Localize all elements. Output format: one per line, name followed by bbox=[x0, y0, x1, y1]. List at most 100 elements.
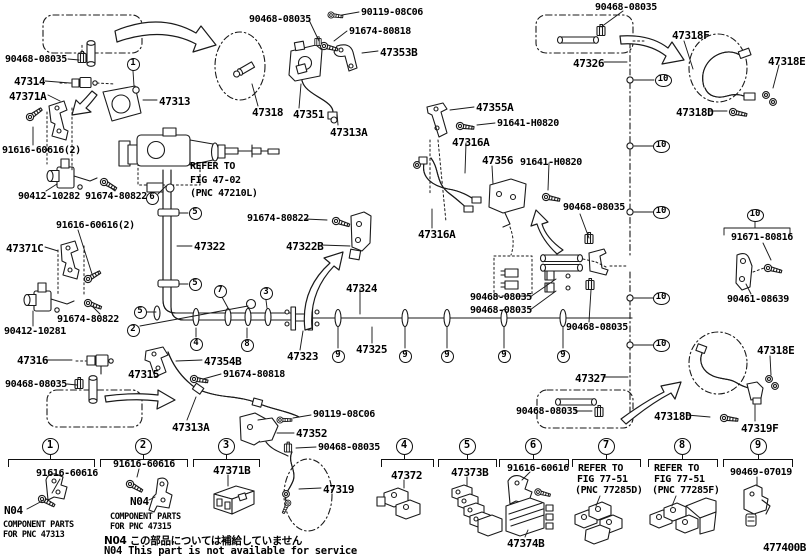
part-number-label: 91674-80818 bbox=[223, 369, 285, 380]
part-number-label: 47316A bbox=[418, 228, 456, 241]
reference-note-line: (PNC 47210L) bbox=[190, 188, 258, 199]
legend-label: 90469-07019 bbox=[730, 467, 792, 478]
part-number-label: 47325 bbox=[356, 343, 388, 356]
part-number-label: 90468-08035 bbox=[470, 292, 532, 303]
legend-label: COMPONENT PARTS bbox=[110, 512, 181, 522]
part-number-label: 91674-80822 bbox=[57, 314, 119, 325]
legend-stem-6 bbox=[533, 453, 534, 459]
part-number-label: 91641-H0820 bbox=[497, 118, 559, 129]
legend-number-3: 3 bbox=[217, 438, 235, 455]
reference-note-line: FIG 47-02 bbox=[190, 174, 241, 186]
part-number-label: 47351 bbox=[293, 108, 325, 121]
callout-10: 10 bbox=[746, 208, 764, 222]
legend-label: 91616-60616 bbox=[507, 463, 569, 474]
part-number-label: 47316A bbox=[452, 136, 490, 149]
callout-5: 5 bbox=[133, 305, 147, 319]
callout-9: 9 bbox=[556, 349, 570, 363]
part-number-label: 47323 bbox=[287, 350, 319, 363]
callout-2: 2 bbox=[126, 323, 140, 337]
connector-47316-and-pin bbox=[74, 354, 114, 404]
part-number-label: 91674-80818 bbox=[349, 26, 411, 37]
legend-label: FIG 77-51 bbox=[654, 474, 705, 485]
reference-note-line: REFER TO bbox=[190, 161, 235, 172]
part-number-label: 47354B bbox=[204, 355, 242, 368]
part-number-label: 47352 bbox=[296, 427, 328, 440]
callout-5: 5 bbox=[188, 277, 202, 291]
callout-10: 10 bbox=[652, 338, 670, 352]
legend-label: FOR PNC 47315 bbox=[110, 522, 172, 532]
left-bracket-valve-cluster bbox=[23, 100, 119, 313]
legend-bracket-1 bbox=[8, 459, 95, 467]
part-number-label: 47313 bbox=[159, 95, 191, 108]
legend-label: 47373B bbox=[451, 466, 489, 479]
callout-8: 8 bbox=[240, 338, 254, 352]
callout-10: 10 bbox=[652, 205, 670, 219]
part-number-label: 90468-08035 bbox=[5, 54, 67, 65]
upper-box-contents bbox=[554, 23, 606, 418]
legend-label: COMPONENT PARTS bbox=[3, 520, 74, 530]
legend-number-6: 6 bbox=[524, 438, 542, 455]
legend-label: 91616-60616 bbox=[36, 468, 98, 479]
legend-stem-7 bbox=[606, 453, 607, 459]
bracket-47354B-and-sensor-47352 bbox=[144, 346, 293, 515]
rear-connector-cluster bbox=[493, 231, 609, 297]
part-number-label: 90468-08035 bbox=[5, 379, 67, 390]
legend-label: N04 bbox=[4, 504, 23, 517]
part-number-label: 90468-08035 bbox=[470, 305, 532, 316]
master-cylinder-drawing bbox=[118, 127, 280, 193]
part-number-label: 90468-08035 bbox=[563, 202, 625, 213]
part-number-label: 91616-60616(2) bbox=[56, 220, 135, 231]
legend-number-9: 9 bbox=[749, 438, 767, 455]
legend-bracket-4 bbox=[381, 459, 434, 467]
legend-bracket-5 bbox=[438, 459, 497, 467]
part-number-label: 91641-H0820 bbox=[520, 157, 582, 168]
legend-part-glyphs bbox=[36, 473, 771, 545]
part-number-label: 90412-10281 bbox=[4, 326, 66, 337]
callout-7: 7 bbox=[213, 284, 227, 298]
legend-number-2: 2 bbox=[134, 438, 152, 455]
part-number-label: 91616-60616(2) bbox=[2, 145, 81, 156]
dashed-detail-ellipses bbox=[214, 31, 748, 532]
part-number-label: 47356 bbox=[482, 154, 514, 167]
legend-label: (PNC 77285D) bbox=[575, 485, 643, 496]
part-number-label: 90119-08C06 bbox=[361, 7, 423, 18]
part-number-label: 47318F bbox=[672, 29, 710, 42]
part-number-label: 47324 bbox=[346, 282, 378, 295]
part-number-label: 47313A bbox=[330, 126, 368, 139]
part-number-label: 91674-80822 bbox=[247, 213, 309, 224]
part-number-label: 47315 bbox=[128, 368, 160, 381]
callout-10: 10 bbox=[652, 291, 670, 305]
callout-10: 10 bbox=[652, 139, 670, 153]
part-number-label: 47318E bbox=[768, 55, 806, 68]
part-number-label: 90468-08035 bbox=[566, 322, 628, 333]
part-number-label: 91671-80816 bbox=[731, 232, 793, 243]
part-number-label: 47326 bbox=[573, 57, 605, 70]
legend-label: N04 bbox=[130, 495, 149, 508]
service-note-japanese: N04 この部品については補給していません bbox=[104, 535, 303, 547]
legend-bracket-7 bbox=[572, 459, 641, 467]
bracket-91671-drawing bbox=[735, 252, 784, 291]
callout-3: 3 bbox=[259, 286, 273, 300]
dotted-connection-lines bbox=[46, 40, 765, 362]
part-number-label: 91674-80822 bbox=[85, 191, 147, 202]
valve-47322B-drawing bbox=[330, 211, 372, 261]
legend-number-7: 7 bbox=[597, 438, 615, 455]
part-number-label: 47318 bbox=[252, 106, 284, 119]
part-number-label: 90461-08639 bbox=[727, 294, 789, 305]
bracket-47313-drawing bbox=[102, 85, 142, 122]
legend-label: (PNC 77285F) bbox=[652, 485, 720, 496]
label-leader-lines bbox=[26, 10, 780, 538]
legend-stem-5 bbox=[467, 453, 468, 459]
legend-label: REFER TO bbox=[578, 463, 623, 474]
part-number-label: 47322 bbox=[194, 240, 226, 253]
part-number-label: 47353B bbox=[380, 46, 418, 59]
part-number-label: 47318D bbox=[676, 106, 714, 119]
flow-arrows bbox=[71, 21, 685, 425]
legend-bracket-2 bbox=[100, 459, 188, 467]
legend-label: FOR PNC 47313 bbox=[3, 530, 65, 540]
part-number-label: 47316 bbox=[17, 354, 49, 367]
part-number-label: 47318D bbox=[654, 410, 692, 423]
legend-bracket-8 bbox=[648, 459, 718, 467]
